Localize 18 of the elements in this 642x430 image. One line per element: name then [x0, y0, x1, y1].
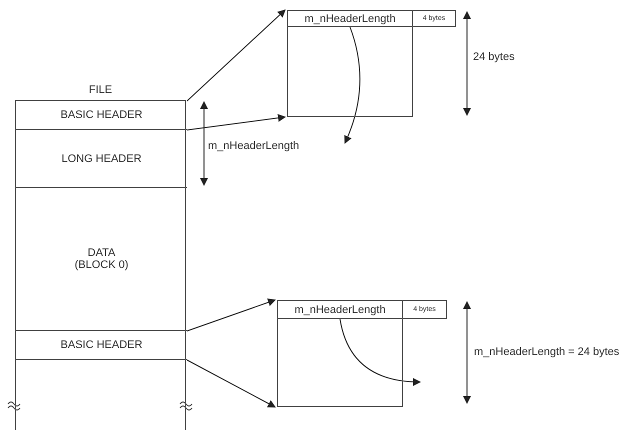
- arrow: [186, 9, 286, 102]
- dimension-label: 24 bytes: [473, 51, 515, 63]
- header-field: m_nHeaderLength: [278, 301, 402, 319]
- arrow: [186, 298, 276, 332]
- header-detail-box: [277, 300, 403, 407]
- arrow: [340, 318, 421, 386]
- file-section: BASIC HEADER: [16, 101, 187, 130]
- file-section: LONG HEADER: [16, 130, 187, 188]
- file-section: DATA (BLOCK 0): [16, 188, 187, 331]
- file-section: BASIC HEADER: [16, 331, 187, 360]
- dimension-label: m_nHeaderLength = 24 bytes: [474, 346, 620, 358]
- column-heading: FILE: [88, 84, 112, 96]
- dimension-label: m_nHeaderLength: [208, 140, 300, 152]
- header-detail-box: [287, 10, 413, 117]
- arrow: [186, 114, 286, 130]
- header-field: m_nHeaderLength: [288, 11, 412, 27]
- arrow: [344, 26, 360, 144]
- arrow: [186, 360, 276, 408]
